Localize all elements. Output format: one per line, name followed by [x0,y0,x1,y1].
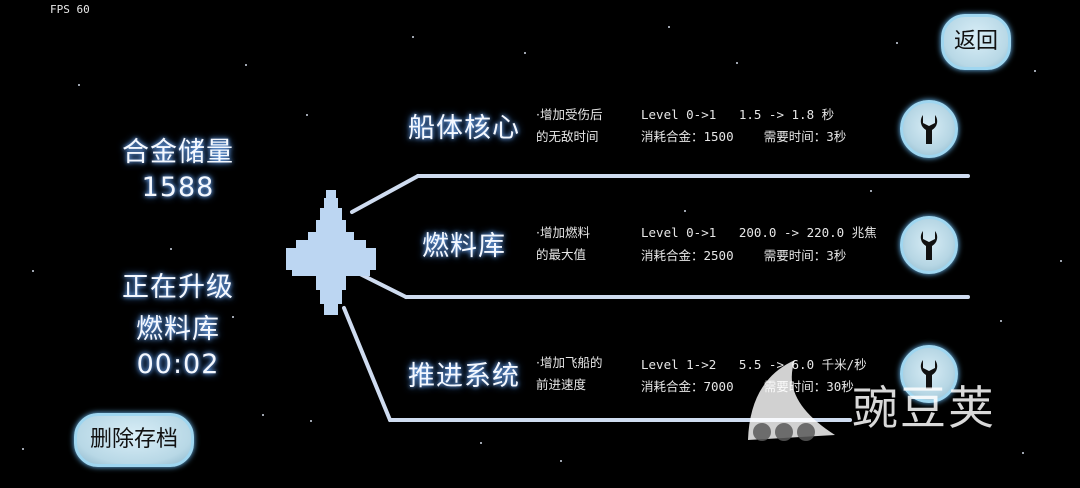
upgrade-status-module: 燃料库 [136,314,220,345]
module-desc-line2: 的最大值 [536,247,587,262]
alloy-value: 1588 [141,172,215,203]
pixel-ship-icon [286,190,376,315]
upgrade-propulsion-button[interactable] [900,345,958,403]
module-desc-line1: ·增加燃料 [536,225,590,240]
pea-pod-logo-icon [748,360,835,441]
upgrade-timer: 00:02 [136,349,220,380]
alloy-title: 合金储量 [122,137,234,168]
watermark-text: 豌豆荚 [852,381,996,435]
module-name-fuel-tank: 燃料库 [422,231,506,262]
module-cost-info: 消耗合金：1500 需要时间：3秒 [641,129,847,144]
wrench-icon [920,231,938,260]
module-desc-line1: ·增加受伤后 [536,107,603,122]
module-desc-line2: 前进速度 [536,377,587,392]
back-button[interactable]: 返回 [941,14,1011,70]
upgrade-status-title: 正在升级 [122,272,234,303]
wrench-icon [920,115,938,144]
upgrade-fuel-tank-button[interactable] [900,216,958,274]
delete-save-button[interactable]: 删除存档 [74,413,194,467]
module-name-hull-core: 船体核心 [408,113,520,144]
wrench-icon [920,360,938,389]
module-desc-line1: ·增加飞船的 [536,355,603,370]
module-level-info: Level 0->1 1.5 -> 1.8 秒 [641,107,835,122]
upgrade-hull-core-button[interactable] [900,100,958,158]
module-level-info: Level 0->1 200.0 -> 220.0 兆焦 [641,225,877,240]
module-cost-info: 消耗合金：2500 需要时间：3秒 [641,248,847,263]
module-name-propulsion: 推进系统 [408,361,520,392]
module-desc-line2: 的无敌时间 [536,129,599,144]
module-level-info: Level 1->2 5.5 -> 6.0 千米/秒 [641,357,867,372]
fps-counter: FPS 60 [50,3,90,16]
